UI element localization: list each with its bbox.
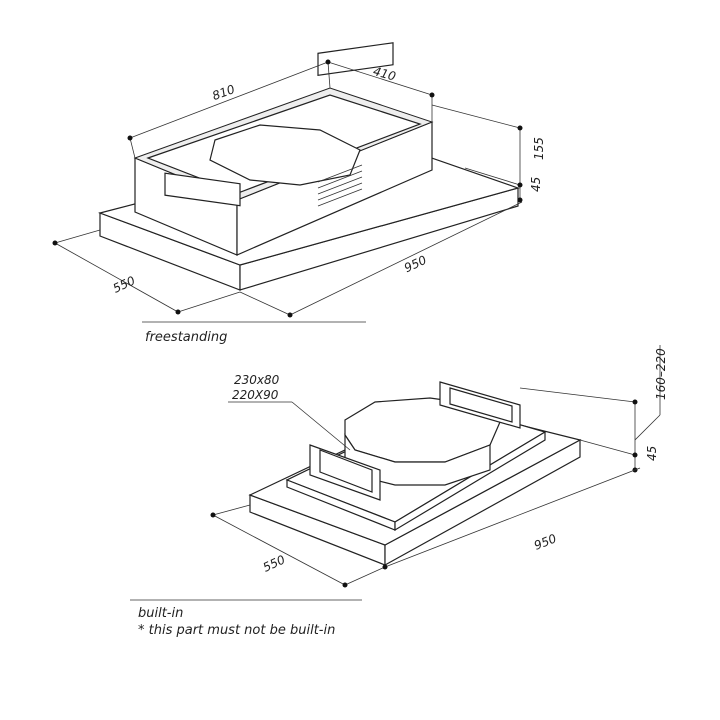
- freestanding-drawing: 810 410 155 45 550 950 freestanding: [52, 42, 546, 345]
- dim-160-220: 160–220: [654, 348, 668, 400]
- vent-grille: [317, 164, 363, 207]
- dim-550-builtin: 550: [261, 552, 288, 575]
- freestanding-caption: freestanding: [145, 330, 227, 345]
- duct-size-230x80: 230x80: [234, 373, 280, 387]
- dim-45: 45: [529, 177, 543, 192]
- dim-950: 950: [402, 253, 429, 276]
- builtin-note: * this part must not be built-in: [138, 623, 335, 638]
- dim-810: 810: [210, 82, 237, 103]
- dim-950-builtin: 950: [532, 531, 559, 553]
- dim-410: 410: [372, 64, 398, 84]
- dim-155: 155: [532, 137, 546, 160]
- builtin-drawing: 230x80 220X90 160–220 45 550 950 built-i…: [130, 345, 668, 638]
- duct-size-220x90: 220X90: [232, 388, 279, 402]
- builtin-caption: built-in: [138, 606, 183, 621]
- dim-45-builtin: 45: [645, 446, 659, 461]
